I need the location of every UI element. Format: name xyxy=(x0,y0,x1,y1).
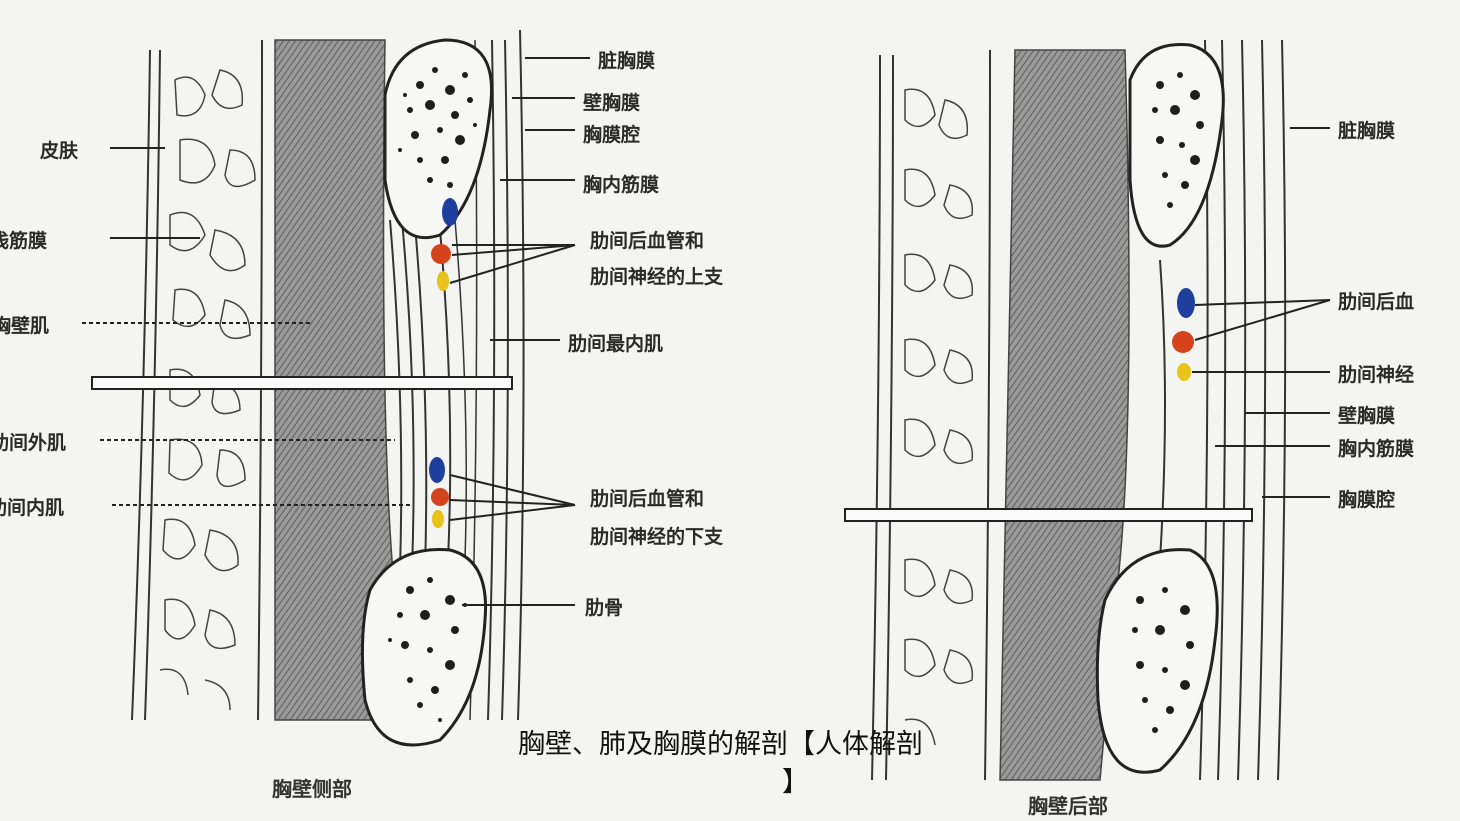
label-visceral-pleura: 脏胸膜 xyxy=(598,50,656,72)
label-superficial-fascia: 浅筋膜 xyxy=(0,230,48,252)
label-chest-wall-muscle: 胸壁肌 xyxy=(0,315,50,337)
label-lower-vessels-line1: 肋间后血管和 xyxy=(590,488,705,510)
right-muscle-band xyxy=(999,49,1130,781)
label-lower-vessels-line2: 肋间神经的下支 xyxy=(590,526,724,548)
left-diagram xyxy=(82,29,590,747)
lower-nerve xyxy=(432,510,444,528)
upper-artery xyxy=(431,244,451,264)
right-diagram-subtitle: 胸壁后部 xyxy=(1028,794,1108,818)
left-needle xyxy=(91,376,513,390)
right-needle xyxy=(844,508,1253,522)
label-right-pleural-cavity: 胸膜腔 xyxy=(1338,489,1396,511)
label-endothoracic-fascia: 胸内筋膜 xyxy=(583,174,660,196)
right-upper-rib xyxy=(1128,42,1225,248)
upper-rib xyxy=(383,38,493,240)
lower-artery xyxy=(431,488,449,506)
right-artery xyxy=(1172,331,1194,353)
upper-nerve xyxy=(437,271,449,291)
label-right-vessels: 肋间后血 xyxy=(1338,291,1415,313)
label-pleural-cavity: 胸膜腔 xyxy=(583,124,641,146)
label-right-parietal-pleura: 壁胸膜 xyxy=(1338,405,1396,427)
caption-line2: 】 xyxy=(782,767,809,798)
right-diagram xyxy=(844,39,1331,781)
upper-vein xyxy=(442,198,458,226)
right-lower-rib xyxy=(1095,548,1219,774)
lower-vein xyxy=(429,457,445,483)
label-innermost-intercostal-muscle: 肋间最内肌 xyxy=(568,333,664,355)
label-rib: 肋骨 xyxy=(585,597,624,619)
left-diagram-subtitle: 胸壁侧部 xyxy=(272,777,352,801)
label-parietal-pleura: 壁胸膜 xyxy=(583,92,641,114)
caption-line1: 胸壁、肺及胸膜的解剖【人体解剖 xyxy=(518,729,923,760)
label-upper-vessels-line2: 肋间神经的上支 xyxy=(590,266,724,288)
right-nerve xyxy=(1177,363,1191,381)
label-right-endothoracic-fascia: 胸内筋膜 xyxy=(1338,438,1415,460)
right-vein xyxy=(1177,288,1195,318)
right-fascia-texture xyxy=(904,88,974,746)
label-internal-intercostal-muscle: 肋间内肌 xyxy=(0,497,65,519)
lower-rib xyxy=(360,548,488,747)
label-right-visceral-pleura: 脏胸膜 xyxy=(1338,120,1396,142)
label-upper-vessels-line1: 肋间后血管和 xyxy=(590,230,705,252)
label-skin: 皮肤 xyxy=(40,140,79,162)
label-right-nerve: 肋间神经 xyxy=(1338,364,1415,386)
label-external-intercostal-muscle: 肋间外肌 xyxy=(0,432,67,454)
